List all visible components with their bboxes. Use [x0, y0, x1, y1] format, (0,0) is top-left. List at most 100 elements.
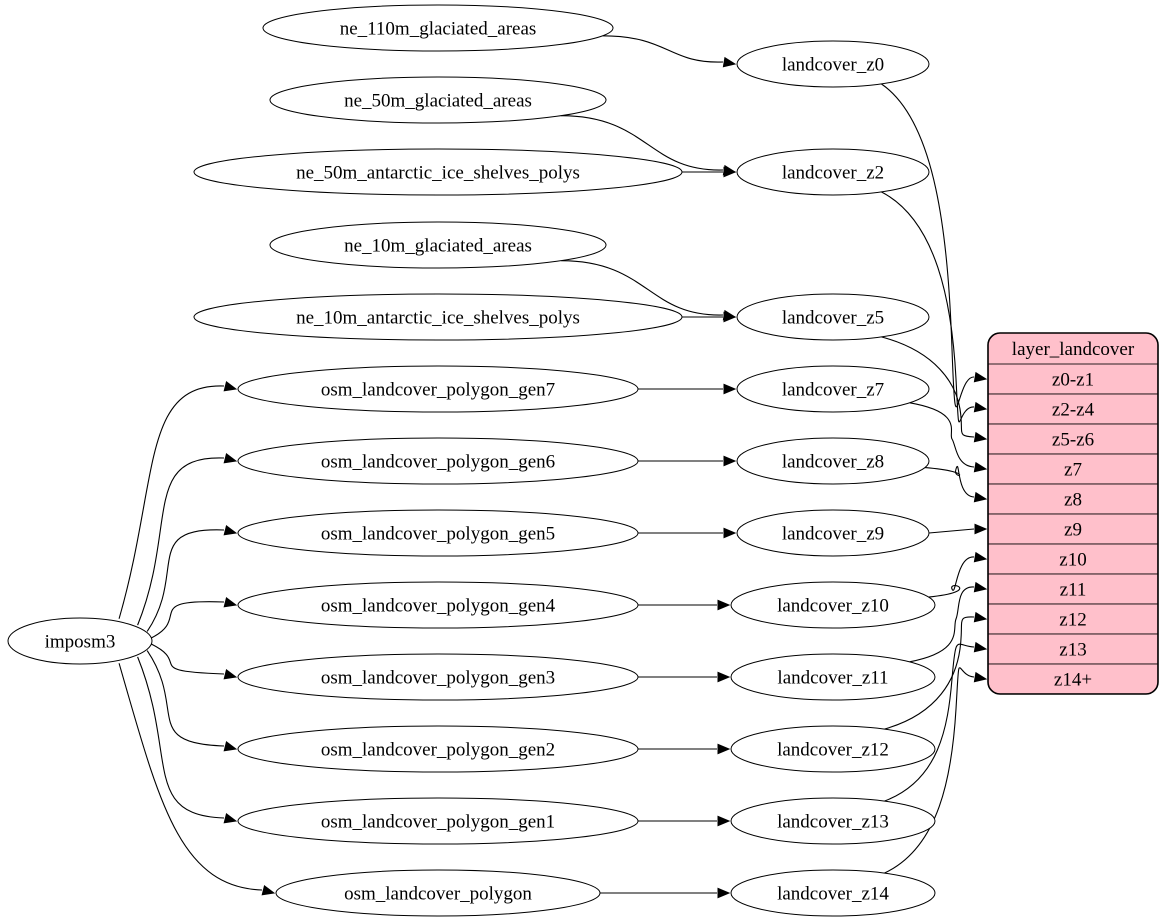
node-landcover_z2[interactable]: landcover_z2	[736, 148, 930, 196]
edge-arrowhead	[223, 381, 238, 392]
node-shape-landcover_z0	[736, 40, 930, 88]
node-osm_landcover_polygon_gen6[interactable]: osm_landcover_polygon_gen6	[237, 437, 639, 485]
node-shape-landcover_z12	[730, 725, 936, 773]
node-shape-landcover_z8	[736, 437, 930, 485]
table-row-z0-z1[interactable]	[988, 363, 1158, 395]
edge-arrowhead	[723, 455, 737, 467]
node-shape-osm_landcover_polygon_gen7	[237, 365, 639, 413]
table-row-z11[interactable]	[988, 573, 1158, 605]
edge-arrowhead	[223, 453, 238, 464]
node-shape-osm_landcover_polygon_gen3	[237, 653, 639, 701]
edge-landcover_z10-to-table-row-z10	[928, 556, 975, 598]
edge-arrowhead	[973, 671, 988, 683]
node-shape-osm_landcover_polygon_gen6	[237, 437, 639, 485]
edge-arrowhead	[717, 671, 731, 683]
node-ne_10m_antarctic_ice_shelves_polys[interactable]: ne_10m_antarctic_ice_shelves_polys	[193, 293, 683, 341]
edge-arrowhead	[723, 383, 737, 395]
node-shape-ne_110m_glaciated_areas	[262, 4, 614, 52]
node-landcover_z14[interactable]: landcover_z14	[730, 869, 936, 917]
edge-arrowhead	[974, 523, 988, 535]
edge-arrowhead	[973, 611, 988, 623]
edge-imposm3-to-osm_landcover_polygon_gen6	[137, 457, 225, 626]
node-ne_50m_antarctic_ice_shelves_polys[interactable]: ne_50m_antarctic_ice_shelves_polys	[193, 148, 683, 196]
table-row-z2-z4[interactable]	[988, 393, 1158, 425]
node-landcover_z8[interactable]: landcover_z8	[736, 437, 930, 485]
table-row-z13[interactable]	[988, 633, 1158, 665]
edge-arrowhead	[973, 641, 988, 653]
node-osm_landcover_polygon[interactable]: osm_landcover_polygon	[275, 869, 601, 917]
node-landcover_z12[interactable]: landcover_z12	[730, 725, 936, 773]
node-osm_landcover_polygon_gen3[interactable]: osm_landcover_polygon_gen3	[237, 653, 639, 701]
edge-imposm3-to-osm_landcover_polygon_gen3	[151, 643, 225, 675]
node-imposm3[interactable]: imposm3	[7, 617, 153, 665]
edge-imposm3-to-osm_landcover_polygon_gen7	[118, 385, 225, 619]
node-ne_10m_glaciated_areas[interactable]: ne_10m_glaciated_areas	[269, 221, 607, 269]
node-ne_50m_glaciated_areas[interactable]: ne_50m_glaciated_areas	[269, 76, 607, 124]
edge-arrowhead	[223, 597, 238, 608]
edge-arrowhead	[717, 599, 731, 611]
edge-arrowhead	[717, 743, 731, 755]
node-landcover_z13[interactable]: landcover_z13	[730, 797, 936, 845]
node-shape-imposm3	[7, 617, 153, 665]
table-row-z8[interactable]	[988, 483, 1158, 515]
node-shape-landcover_z13	[730, 797, 936, 845]
node-landcover_z10[interactable]: landcover_z10	[730, 581, 936, 629]
edge-arrowhead	[717, 887, 731, 899]
node-shape-landcover_z5	[736, 293, 930, 341]
edge-arrowhead	[722, 56, 737, 68]
node-osm_landcover_polygon_gen2[interactable]: osm_landcover_polygon_gen2	[237, 725, 639, 773]
edge-arrowhead	[723, 527, 737, 539]
edge-arrowhead	[223, 669, 238, 680]
node-osm_landcover_polygon_gen7[interactable]: osm_landcover_polygon_gen7	[237, 365, 639, 413]
edge-arrowhead	[973, 461, 988, 473]
node-landcover_z0[interactable]: landcover_z0	[736, 40, 930, 88]
table-row-z14+[interactable]	[988, 663, 1158, 694]
edge-landcover_z13-to-table-row-z13	[884, 643, 975, 802]
node-shape-ne_50m_antarctic_ice_shelves_polys	[193, 148, 683, 196]
edges-layer	[118, 35, 988, 899]
edge-imposm3-to-osm_landcover_polygon	[118, 663, 263, 891]
nodes-layer: imposm3 ne_110m_glaciated_areas ne_50m_gla…	[7, 4, 936, 917]
node-shape-landcover_z10	[730, 581, 936, 629]
table-row-z9[interactable]	[988, 513, 1158, 545]
node-landcover_z9[interactable]: landcover_z9	[736, 509, 930, 557]
edge-landcover_z0-to-table-row-z0-z1	[881, 83, 975, 408]
edge-arrowhead	[973, 401, 988, 413]
table-row-z5-z6[interactable]	[988, 423, 1158, 455]
edge-imposm3-to-osm_landcover_polygon_gen2	[146, 650, 225, 747]
node-shape-osm_landcover_polygon_gen1	[237, 797, 639, 845]
node-osm_landcover_polygon_gen1[interactable]: osm_landcover_polygon_gen1	[237, 797, 639, 845]
edge-arrowhead	[223, 813, 238, 824]
table-header-cell	[988, 333, 1158, 364]
table-row-z12[interactable]	[988, 603, 1158, 635]
edge-arrowhead	[261, 885, 276, 896]
edge-imposm3-to-osm_landcover_polygon_gen1	[137, 656, 225, 819]
table-outline	[987, 332, 1159, 695]
node-shape-landcover_z14	[730, 869, 936, 917]
layer-landcover-table: layer_landcoverz0-z1z2-z4z5-z6z7z8z9z10z…	[987, 332, 1159, 695]
edge-arrowhead	[723, 166, 737, 178]
edge-landcover_z14-to-table-row-z14+	[884, 667, 975, 874]
edge-landcover_z7-to-table-row-z7	[909, 402, 975, 468]
node-shape-ne_10m_glaciated_areas	[269, 221, 607, 269]
edge-landcover_z8-to-table-row-z8	[924, 465, 975, 498]
node-shape-osm_landcover_polygon_gen5	[237, 509, 639, 557]
node-ne_110m_glaciated_areas[interactable]: ne_110m_glaciated_areas	[262, 4, 614, 52]
edge-arrowhead	[717, 815, 731, 827]
edge-landcover_z12-to-table-row-z12	[884, 616, 975, 730]
edge-landcover_z11-to-table-row-z11	[909, 586, 975, 663]
edge-imposm3-to-osm_landcover_polygon_gen4	[151, 601, 225, 639]
edge-arrowhead	[973, 431, 988, 443]
node-osm_landcover_polygon_gen4[interactable]: osm_landcover_polygon_gen4	[237, 581, 639, 629]
node-landcover_z5[interactable]: landcover_z5	[736, 293, 930, 341]
node-landcover_z11[interactable]: landcover_z11	[730, 653, 936, 701]
edge-arrowhead	[973, 581, 988, 593]
node-osm_landcover_polygon_gen5[interactable]: osm_landcover_polygon_gen5	[237, 509, 639, 557]
node-shape-landcover_z2	[736, 148, 930, 196]
node-landcover_z7[interactable]: landcover_z7	[736, 365, 930, 413]
edge-arrowhead	[223, 741, 238, 752]
table-row-z10[interactable]	[988, 543, 1158, 575]
edge-ne_110m_glaciated_areas-to-landcover_z0	[602, 35, 724, 63]
table-row-z7[interactable]	[988, 453, 1158, 485]
